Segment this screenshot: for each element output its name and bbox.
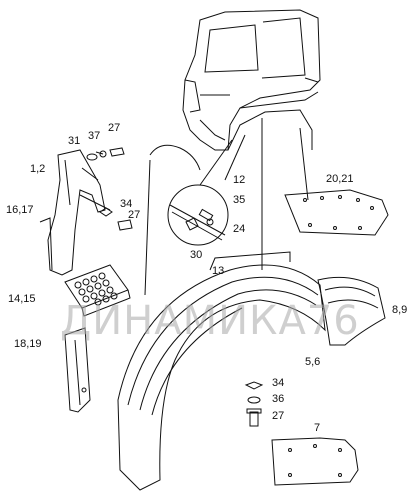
bracket-1-2: [39, 149, 111, 276]
panel-20-21: [284, 189, 389, 236]
callout-14-15: 14,15: [8, 293, 36, 305]
callout-16-17: 16,17: [6, 204, 34, 216]
watermark: ДИНАМИКА76: [60, 298, 360, 344]
callout-27-bottom: 27: [272, 410, 285, 422]
callout-34-mid: 34: [120, 198, 133, 210]
bracket-18-19: [64, 327, 91, 413]
callout-13: 13: [212, 265, 225, 277]
fender-5-6: [117, 251, 326, 491]
step-plate-14-15: [64, 264, 131, 317]
leader-lines: [144, 118, 309, 296]
callout-12: 12: [233, 174, 246, 186]
callout-27-mid: 27: [128, 209, 141, 221]
callout-34-bottom: 34: [272, 377, 285, 389]
detail-circle: [167, 184, 229, 246]
fasteners-bottom: [244, 381, 264, 427]
fasteners-top: [86, 147, 125, 161]
callout-1-2: 1,2: [30, 163, 46, 175]
callout-30: 30: [190, 249, 203, 261]
callout-18-19: 18,19: [14, 338, 42, 350]
callout-20-21: 20,21: [326, 173, 354, 185]
callout-37: 37: [88, 130, 101, 142]
callout-24: 24: [233, 223, 246, 235]
callout-7: 7: [314, 422, 321, 434]
callout-31: 31: [68, 135, 81, 147]
callout-27-top: 27: [108, 122, 121, 134]
truck-cab: [182, 9, 321, 151]
panel-7: [271, 437, 359, 486]
callout-35: 35: [233, 194, 246, 206]
callout-36: 36: [272, 393, 285, 405]
callout-8-9: 8,9: [392, 304, 408, 316]
callout-5-6: 5,6: [305, 356, 321, 368]
fender-extension-8-9: [317, 276, 386, 346]
fasteners-mid: [99, 207, 133, 231]
step-holes: [74, 272, 118, 306]
